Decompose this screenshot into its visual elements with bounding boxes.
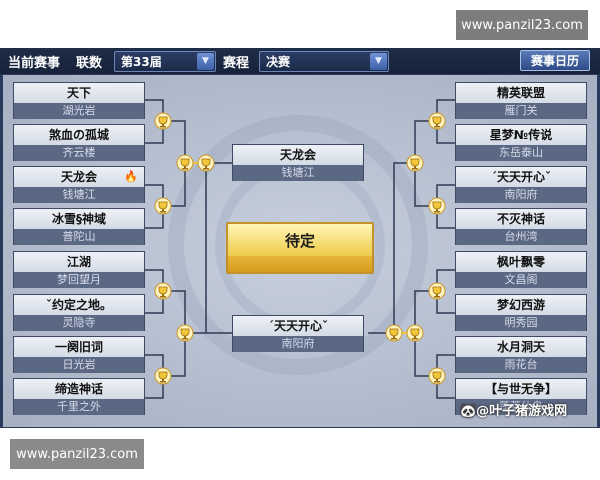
current-event-label: 当前赛事 [8, 56, 61, 71]
stage-label: 赛程 [223, 56, 250, 71]
stage-select[interactable]: 决赛 ▼ [259, 51, 389, 72]
team-name: 煞血の孤城 [14, 125, 144, 145]
team-card-right-2[interactable]: 星梦№传说 东岳泰山 [455, 124, 587, 161]
team-server: 钱塘江 [233, 165, 363, 181]
trophy-cup-icon [406, 154, 424, 172]
trophy-cup-icon [154, 197, 172, 215]
stage-select-value: 决赛 [266, 55, 291, 69]
team-card-right-7[interactable]: 水月洞天 雨花台 [455, 336, 587, 373]
watermark-top: www.panzil23.com [456, 10, 588, 40]
team-card-right-1[interactable]: 精英联盟 雁门关 [455, 82, 587, 119]
team-name: 梦幻西游 [456, 295, 586, 315]
team-server: 钱塘江 [14, 187, 144, 203]
team-card-left-4[interactable]: 冰雪§神域 普陀山 [13, 208, 145, 245]
trophy-cup-icon [176, 154, 194, 172]
team-server: 南阳府 [456, 187, 586, 203]
league-select[interactable]: 第33届 ▼ [114, 51, 216, 72]
team-name: ˊ天天开心ˇ [456, 167, 586, 187]
chevron-down-icon[interactable]: ▼ [197, 53, 214, 70]
trophy-cup-icon [385, 324, 403, 342]
team-card-left-2[interactable]: 煞血の孤城 齐云楼 [13, 124, 145, 161]
trophy-cup-icon [428, 197, 446, 215]
team-server: 雨花台 [456, 357, 586, 373]
team-server: 灵隐寺 [14, 315, 144, 331]
team-server: 雁门关 [456, 103, 586, 119]
flame-icon: 🔥 [124, 170, 138, 183]
team-name: 【与世无争】 [456, 379, 586, 399]
team-card-left-8[interactable]: 缔造神话 千里之外 [13, 378, 145, 415]
trophy-cup-icon [154, 367, 172, 385]
team-name: 缔造神话 [14, 379, 144, 399]
team-name: 天下 [14, 83, 144, 103]
league-label: 联数 [76, 56, 103, 71]
trophy-cup-icon [406, 324, 424, 342]
team-server: 蓬莱仙岛 [456, 399, 586, 415]
team-card-right-3[interactable]: ˊ天天开心ˇ 南阳府 [455, 166, 587, 203]
schedule-calendar-button[interactable]: 赛事日历 [520, 50, 590, 71]
team-name: 精英联盟 [456, 83, 586, 103]
champion-pending-band [228, 256, 372, 272]
team-card-right-4[interactable]: 不灭神话 台州湾 [455, 208, 587, 245]
champion-pending-label: 待定 [284, 232, 315, 250]
finalist-top[interactable]: 天龙会 钱塘江 [232, 144, 364, 181]
team-server: 千里之外 [14, 399, 144, 415]
team-name: ˇ约定之地。 [14, 295, 144, 315]
team-server: 梦回望月 [14, 272, 144, 288]
team-server: 明秀园 [456, 315, 586, 331]
team-server: 齐云楼 [14, 145, 144, 161]
team-card-left-1[interactable]: 天下 湖光岩 [13, 82, 145, 119]
team-card-left-7[interactable]: 一阕旧词 日光岩 [13, 336, 145, 373]
team-card-right-5[interactable]: 枫叶飘零 文昌阁 [455, 251, 587, 288]
team-card-right-6[interactable]: 梦幻西游 明秀园 [455, 294, 587, 331]
team-name: 天龙会 [233, 145, 363, 165]
team-card-right-8[interactable]: 【与世无争】 蓬莱仙岛 [455, 378, 587, 415]
trophy-cup-icon [176, 324, 194, 342]
chevron-down-icon[interactable]: ▼ [370, 53, 387, 70]
team-server: 普陀山 [14, 229, 144, 245]
team-card-left-6[interactable]: ˇ约定之地。 灵隐寺 [13, 294, 145, 331]
team-server: 台州湾 [456, 229, 586, 245]
team-name: 不灭神话 [456, 209, 586, 229]
team-name: 天龙会 [14, 167, 144, 187]
team-name: 江湖 [14, 252, 144, 272]
team-server: 文昌阁 [456, 272, 586, 288]
league-select-value: 第33届 [121, 55, 162, 69]
team-server: 日光岩 [14, 357, 144, 373]
team-card-left-5[interactable]: 江湖 梦回望月 [13, 251, 145, 288]
team-name: 一阕旧词 [14, 337, 144, 357]
team-name: 星梦№传说 [456, 125, 586, 145]
trophy-cup-icon [428, 112, 446, 130]
team-name: 水月洞天 [456, 337, 586, 357]
trophy-cup-icon [197, 154, 215, 172]
trophy-cup-icon [428, 367, 446, 385]
site-watermark: 🐼@叶子猪游戏网 [460, 404, 568, 419]
trophy-cup-icon [154, 112, 172, 130]
team-card-left-3[interactable]: 天龙会 钱塘江 🔥 [13, 166, 145, 203]
team-name: 枫叶飘零 [456, 252, 586, 272]
team-server: 湖光岩 [14, 103, 144, 119]
team-name: ˊ天天开心ˇ [233, 316, 363, 336]
trophy-cup-icon [428, 282, 446, 300]
team-name: 冰雪§神域 [14, 209, 144, 229]
team-server: 东岳泰山 [456, 145, 586, 161]
team-server: 南阳府 [233, 336, 363, 352]
finalist-bottom[interactable]: ˊ天天开心ˇ 南阳府 [232, 315, 364, 352]
watermark-bottom: www.panzil23.com [10, 439, 144, 469]
trophy-cup-icon [154, 282, 172, 300]
champion-pending-box: 待定 [226, 222, 374, 274]
